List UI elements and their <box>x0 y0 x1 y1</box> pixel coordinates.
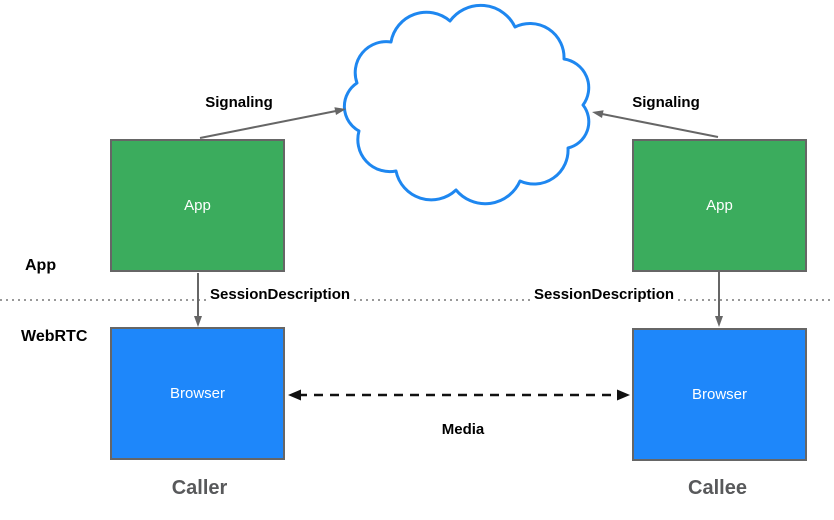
signaling-label-right: Signaling <box>632 94 700 111</box>
node-browser-caller: Browser <box>110 327 285 460</box>
signaling-arrow-left <box>199 107 346 139</box>
signaling-arrow-right <box>592 110 719 138</box>
caller-label: Caller <box>171 477 228 499</box>
session-description-arrow-left <box>194 273 202 327</box>
callee-label: Callee <box>688 477 747 499</box>
signaling-cloud-icon <box>342 3 591 206</box>
signaling-label-left: Signaling <box>205 94 273 111</box>
node-browser-caller-label: Browser <box>169 385 225 402</box>
app-layer-label: App <box>25 257 57 274</box>
node-browser-callee-label: Browser <box>691 386 747 403</box>
media-arrow <box>288 389 630 401</box>
node-app-callee-label: App <box>706 197 733 214</box>
node-app-caller: App <box>110 139 285 272</box>
session-description-arrow-right <box>715 272 723 327</box>
node-app-caller-label: App <box>184 197 211 214</box>
media-label: Media <box>441 421 485 438</box>
node-browser-callee: Browser <box>632 328 807 461</box>
webrtc-layer-label: WebRTC <box>21 328 88 345</box>
session-description-label-left: SessionDescription <box>208 286 353 303</box>
session-description-label-right: SessionDescription <box>532 286 677 303</box>
node-app-callee: App <box>632 139 807 272</box>
